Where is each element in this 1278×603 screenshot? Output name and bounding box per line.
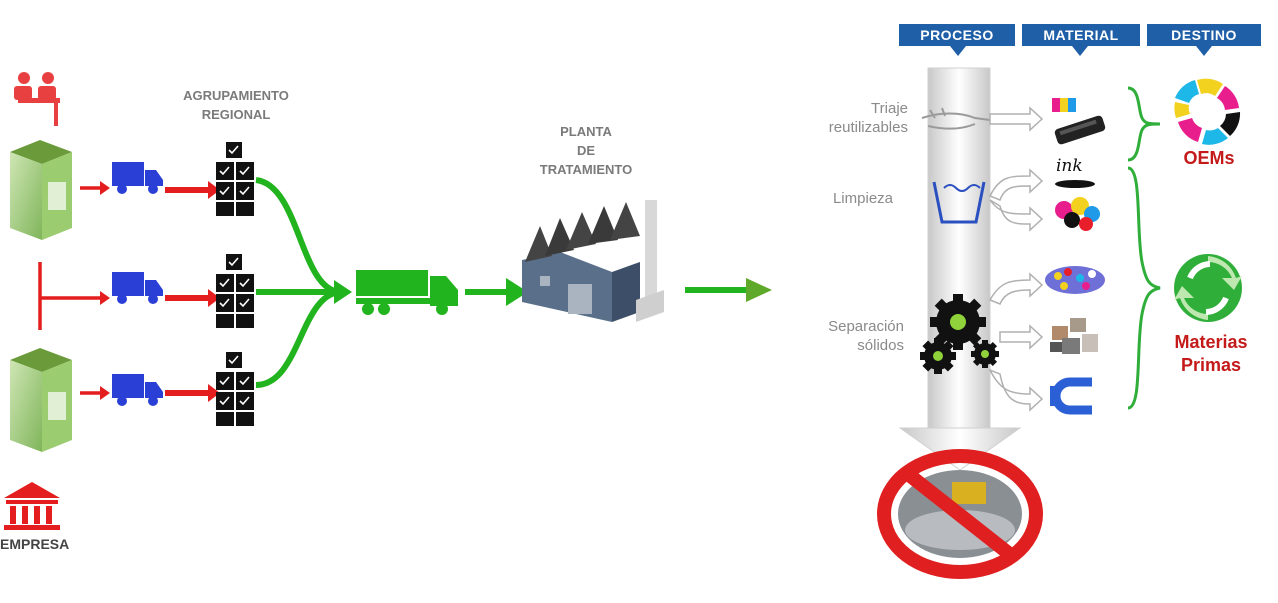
- process-step-separacion: Separación sólidos: [828, 318, 904, 354]
- green-flow-lines: [255, 177, 750, 388]
- magnet-icon: [1050, 377, 1092, 415]
- red-flow-arrows: [38, 186, 210, 396]
- destination-materias-primas: Materias Primas: [1174, 332, 1248, 375]
- plastic-pellets-icon: [1045, 266, 1105, 294]
- header-destino: DESTINO: [1147, 24, 1261, 46]
- process-step-triaje: Triaje reutilizables: [828, 100, 908, 136]
- agrupamiento-label: AGRUPAMIENTO REGIONAL: [183, 88, 289, 122]
- empresa-label: EMPRESA: [0, 536, 70, 552]
- destination-oems: OEMs: [1183, 148, 1235, 168]
- toner-cartridge-icon: [1054, 115, 1106, 145]
- recycle-symbol-icon: [1174, 254, 1242, 322]
- ink-cartridge-icon: [1052, 98, 1076, 112]
- process-column: [898, 67, 1022, 471]
- process-step-limpieza: Limpieza: [832, 190, 893, 207]
- no-landfill-icon: [877, 449, 1043, 579]
- ink-splash-icon: [1055, 180, 1095, 188]
- toner-powder-icon: [1055, 197, 1100, 231]
- planta-label: PLANTA DE TRATAMIENTO: [539, 124, 633, 177]
- metal-blocks-icon: [1050, 318, 1098, 354]
- pallet-checklist-icon: [216, 254, 254, 328]
- delivery-truck-icon: [112, 374, 163, 406]
- destination-brackets: [1127, 86, 1161, 410]
- recycling-box-icon: [10, 140, 72, 240]
- factory-icon: [522, 200, 664, 322]
- hand-icon: [921, 107, 991, 130]
- delivery-truck-icon: [112, 162, 163, 194]
- material-arrows: [988, 106, 1044, 412]
- recycling-box-icon: [10, 348, 72, 452]
- large-truck-icon: [356, 270, 458, 315]
- header-material: MATERIAL: [1022, 24, 1140, 46]
- people-at-desk-icon: [14, 72, 60, 126]
- pallet-checklist-icon: [216, 142, 254, 216]
- ink-label: ink: [1056, 156, 1083, 176]
- pallet-checklist-icon: [216, 352, 254, 426]
- color-ring-icon: [1174, 78, 1241, 145]
- bank-building-icon: [4, 482, 60, 530]
- gears-icon: [920, 294, 999, 374]
- delivery-truck-icon: [112, 272, 163, 304]
- header-proceso: PROCESO: [899, 24, 1015, 46]
- wash-basin-icon: [932, 181, 986, 224]
